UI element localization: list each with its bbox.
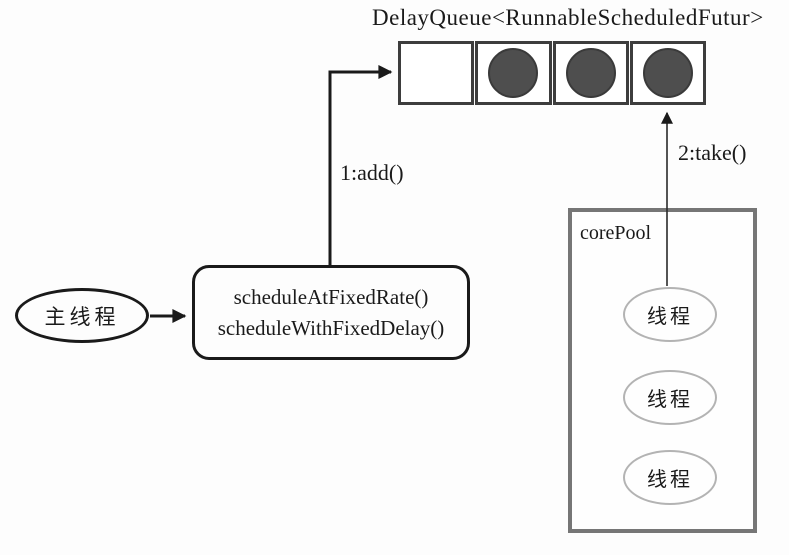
thread-ellipse: 线程	[623, 450, 717, 505]
take-edge-label: 2:take()	[678, 140, 747, 165]
queue-cell	[552, 41, 629, 105]
thread-label: 线程	[647, 389, 693, 411]
main-thread-label: 主线程	[44, 304, 120, 329]
task-circle	[488, 48, 539, 98]
thread-ellipse: 线程	[623, 287, 717, 342]
add-edge-label: 1:add()	[340, 160, 404, 185]
thread-label: 线程	[647, 469, 693, 491]
thread-ellipse: 线程	[623, 370, 717, 425]
core-pool-label: corePool	[580, 222, 652, 244]
delay-queue	[398, 41, 706, 105]
scheduler-box: scheduleAtFixedRate() scheduleWithFixedD…	[192, 265, 470, 360]
queue-cell	[398, 41, 475, 105]
schedule-at-fixed-rate-label: scheduleAtFixedRate()	[233, 284, 429, 309]
queue-cell	[629, 41, 706, 105]
task-circle	[642, 48, 693, 98]
queue-cell	[475, 41, 552, 105]
main-thread-ellipse: 主线程	[15, 288, 149, 343]
core-pool-box: corePool 线程 线程 线程	[568, 208, 757, 533]
schedule-with-fixed-delay-label: scheduleWithFixedDelay()	[217, 316, 445, 340]
delayqueue-title: DelayQueue<RunnableScheduledFutur>	[372, 5, 764, 30]
task-circle	[565, 48, 616, 98]
thread-label: 线程	[647, 306, 693, 328]
